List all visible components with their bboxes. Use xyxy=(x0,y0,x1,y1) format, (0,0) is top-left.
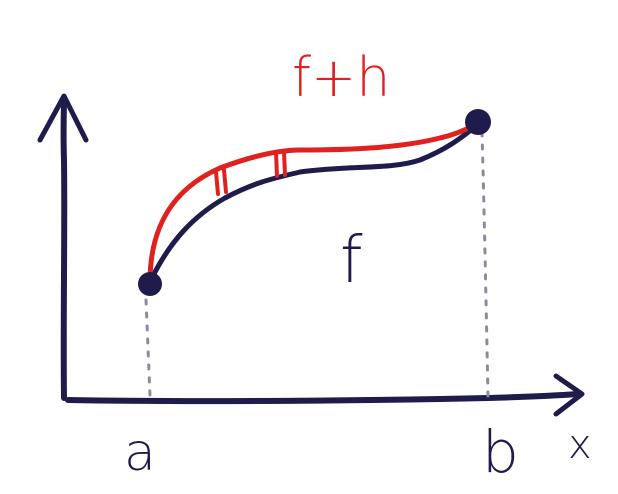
dotted-line-a xyxy=(144,298,152,398)
x-axis xyxy=(65,373,585,417)
x-axis-arrowhead xyxy=(553,373,585,417)
label-x: x xyxy=(568,422,592,468)
y-axis xyxy=(37,93,89,401)
variation-mark xyxy=(282,149,287,177)
dotted-line-b xyxy=(480,130,490,398)
label-a: a xyxy=(124,423,156,483)
variation-marks xyxy=(214,149,287,196)
y-axis-arrowhead xyxy=(37,93,89,143)
x-axis-line xyxy=(65,391,581,405)
curve-f xyxy=(147,121,481,285)
label-f: f xyxy=(340,224,363,298)
y-axis-line xyxy=(60,95,68,401)
label-b: b xyxy=(482,418,519,486)
endpoint-a-dot xyxy=(138,272,162,296)
endpoint-b-dot xyxy=(465,109,491,135)
variation-mark xyxy=(274,150,279,178)
label-f-plus-h: f+h xyxy=(292,46,390,109)
variation-mark xyxy=(222,168,228,194)
variation-mark xyxy=(214,170,220,196)
curve-f-plus-h xyxy=(147,121,481,285)
